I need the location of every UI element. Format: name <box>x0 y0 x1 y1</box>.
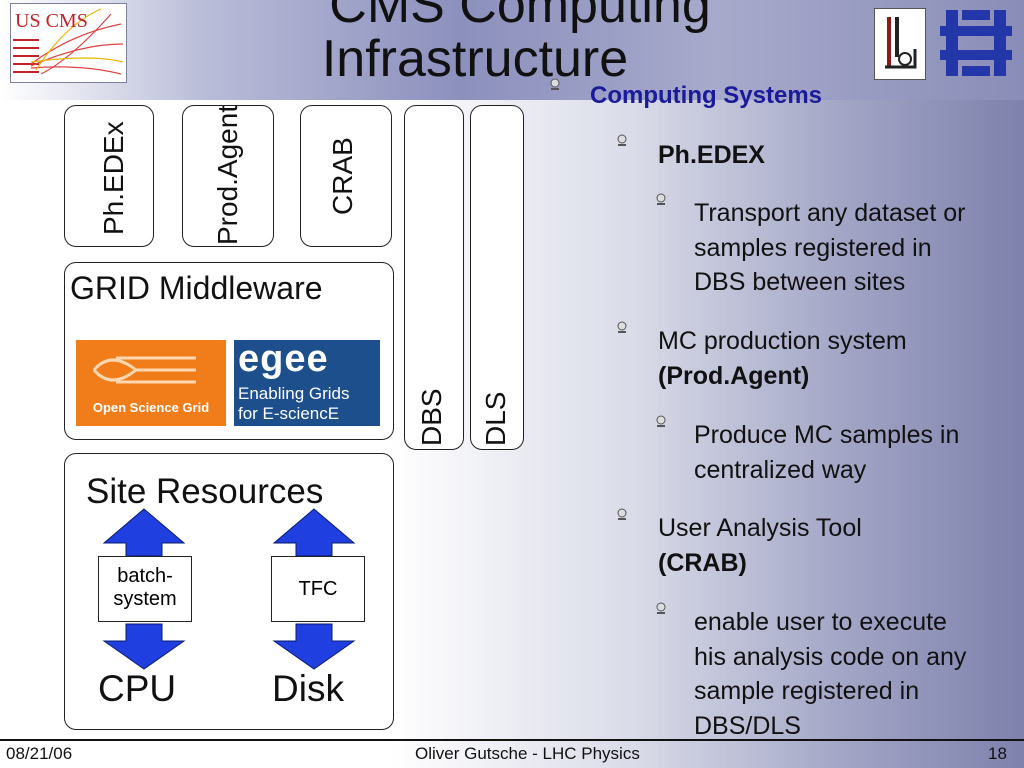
batch-label-line-1: batch- <box>117 565 173 587</box>
bullet-prodagent-detail: Produce MC samples in centralized way <box>694 418 959 487</box>
bullet-phedex-detail-line-3: DBS between sites <box>694 268 906 296</box>
tfc-label: TFC <box>298 578 338 600</box>
prodagent-label: Prod.Agent <box>212 104 243 245</box>
grid-middleware-label: GRID Middleware <box>70 270 323 306</box>
footer-author: Oliver Gutsche - LHC Physics <box>415 744 640 763</box>
bullet-crab-line-1: User Analysis Tool <box>658 514 862 542</box>
egee-logo: egee Enabling Grids for E-sciencE <box>234 338 380 426</box>
egee-tagline-line-1: Enabling Grids <box>238 384 350 403</box>
title-band <box>0 0 1024 100</box>
footer-page-number: 18 <box>988 744 1007 763</box>
bullet-crab-detail-line-4: DBS/DLS <box>694 711 801 740</box>
subtitle-bullet-icon <box>550 78 560 90</box>
dls-panel <box>470 105 524 450</box>
batch-label-line-2: system <box>113 588 177 610</box>
uscms-logo: US CMS <box>10 3 127 83</box>
bullet-prodagent-line-1: MC production system <box>658 327 907 355</box>
uscms-logo-graphic <box>13 6 124 78</box>
bullet-icon-2 <box>656 193 666 205</box>
cms-logo-graphic <box>885 17 917 69</box>
bullet-phedex-detail-line-2: samples registered in <box>694 233 932 262</box>
crab-label: CRAB <box>327 137 358 215</box>
page-title: CMS Computing Infrastructure <box>220 0 820 86</box>
cms-logo <box>874 8 926 80</box>
phedex-label: Ph.EDEx <box>98 121 129 235</box>
egee-logo-text: egee <box>238 338 329 380</box>
bullet-prodagent-detail-line-2: centralized way <box>694 455 867 484</box>
egee-tagline-line-2: for E-sciencE <box>238 404 340 423</box>
bullet-phedex-detail: Transport any dataset or samples registe… <box>694 196 965 300</box>
footer-divider <box>0 739 1024 741</box>
page-title-line-1: CMS Computing <box>329 0 711 34</box>
bullet-prodagent-line-2: (Prod.Agent) <box>658 362 810 390</box>
tfc-box: TFC <box>271 556 365 622</box>
bullet-icon-4 <box>656 415 666 427</box>
disk-down-arrow <box>272 623 356 670</box>
bullet-phedex: Ph.EDEX <box>658 138 765 173</box>
site-resources-label: Site Resources <box>86 472 324 511</box>
egee-tagline: Enabling Grids for E-sciencE <box>238 384 350 424</box>
osg-logo-graphic <box>92 356 196 384</box>
bullet-phedex-detail-line-1: Transport any dataset or <box>694 199 966 227</box>
dls-label: DLS <box>480 391 511 446</box>
tfc-up-arrow <box>272 508 356 557</box>
osg-logo: Open Science Grid <box>76 340 226 426</box>
cpu-label: CPU <box>98 668 177 709</box>
phedex-panel <box>64 105 154 247</box>
footer-date: 08/21/06 <box>6 744 73 763</box>
bullet-icon-1 <box>617 134 627 146</box>
batch-system-box: batch- system <box>98 556 192 622</box>
bullet-prodagent-detail-line-1: Produce MC samples in <box>694 421 960 449</box>
dbs-panel <box>404 105 464 450</box>
bullet-crab-detail-line-1: enable user to execute <box>694 608 947 636</box>
prodagent-panel <box>182 105 274 247</box>
bullet-crab-detail-line-3: sample registered in <box>694 677 920 705</box>
bullet-crab-line-2: (CRAB) <box>658 549 747 577</box>
crab-panel <box>300 105 392 247</box>
disk-label: Disk <box>272 668 344 709</box>
osg-logo-text: Open Science Grid <box>92 400 210 415</box>
bullet-icon-6 <box>656 602 666 614</box>
dbs-label: DBS <box>416 388 447 446</box>
bullet-icon-3 <box>617 321 627 333</box>
bullet-prodagent: MC production system (Prod.Agent) <box>658 324 907 394</box>
fermilab-logo <box>940 10 1012 76</box>
uscms-logo-text: US CMS <box>15 10 88 32</box>
page-title-line-2: Infrastructure <box>321 30 629 88</box>
bullet-crab: User Analysis Tool (CRAB) <box>658 511 862 581</box>
bullet-crab-detail: enable user to execute his analysis code… <box>694 605 966 743</box>
bullet-icon-5 <box>617 508 627 520</box>
cpu-down-arrow <box>102 623 186 670</box>
page-subtitle: Computing Systems <box>590 82 823 109</box>
bullet-crab-detail-line-2: his analysis code on any <box>694 642 967 671</box>
batch-up-arrow <box>102 508 186 557</box>
bullet-phedex-line-1: Ph.EDEX <box>658 141 765 169</box>
